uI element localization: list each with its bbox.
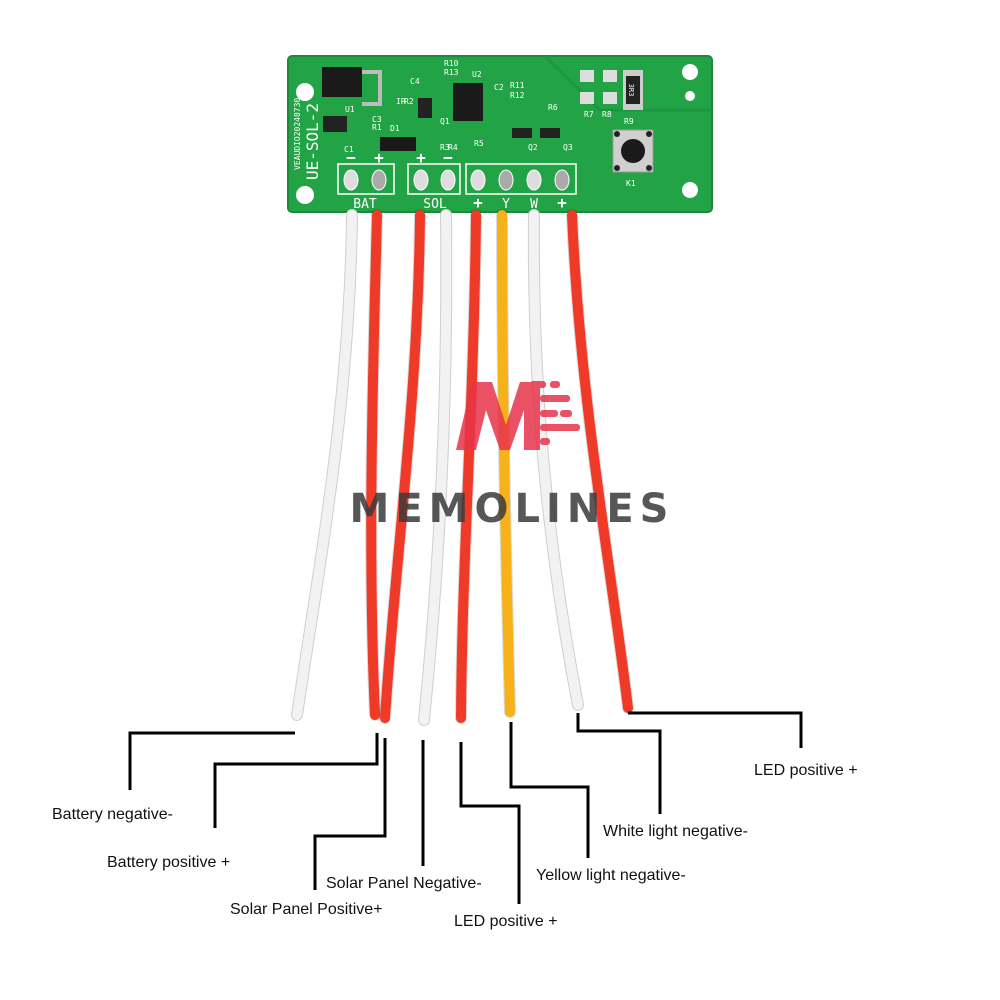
component-labels: U1 C3 R1 D1 C1 IR R2 C4 R10 R13 U2 Q1 R3…	[344, 59, 636, 188]
svg-text:R11: R11	[510, 81, 525, 90]
svg-text:Q3: Q3	[563, 143, 573, 152]
svg-text:C4: C4	[410, 77, 420, 86]
leader-line	[459, 742, 521, 904]
terminal-labels: BAT SOL + Y W +	[353, 193, 567, 212]
svg-text:U2: U2	[472, 70, 482, 79]
leader-line	[576, 713, 662, 814]
brand-name: MEMOLINES	[350, 486, 675, 532]
label-battery-negative: Battery negative-	[52, 806, 173, 823]
svg-text:R4: R4	[448, 143, 458, 152]
svg-text:R6: R6	[548, 103, 558, 112]
wire-5	[456, 210, 481, 723]
svg-text:Y: Y	[502, 197, 510, 212]
chip-u2	[453, 83, 483, 121]
mount-hole	[682, 64, 698, 80]
wires	[291, 209, 634, 726]
mount-hole	[685, 91, 695, 101]
callout-labels: Battery negative- Battery positive + Sol…	[52, 762, 858, 930]
mount-hole	[682, 182, 698, 198]
svg-text:R2: R2	[404, 97, 414, 106]
svg-text:+: +	[473, 193, 483, 212]
svg-text:R9: R9	[624, 117, 634, 126]
logo-icon	[456, 382, 540, 450]
svg-text:U1: U1	[345, 105, 355, 114]
solder-pads	[343, 169, 570, 191]
board-model: UE-SOL-2	[303, 103, 322, 180]
wire-2	[366, 210, 382, 720]
mount-hole	[296, 83, 314, 101]
svg-text:BAT: BAT	[353, 197, 377, 212]
svg-text:+: +	[557, 193, 567, 212]
svg-text:R10: R10	[444, 59, 459, 68]
label-yellow-negative: Yellow light negative-	[536, 867, 686, 884]
label-solar-negative: Solar Panel Negative-	[326, 875, 482, 892]
label-led-positive-1: LED positive +	[454, 913, 558, 930]
diode-d1	[380, 137, 416, 151]
polarity-marks: − + + −	[346, 148, 453, 167]
transistor-q1	[418, 98, 432, 118]
leader-line	[313, 738, 387, 890]
leader-line	[213, 733, 379, 828]
transistor-q2	[512, 128, 532, 138]
tactile-button-k1[interactable]	[612, 129, 654, 173]
label-battery-positive: Battery positive +	[107, 854, 230, 871]
svg-text:R3: R3	[440, 143, 450, 152]
mount-hole	[296, 186, 314, 204]
svg-text:IR: IR	[396, 97, 406, 106]
svg-text:C2: C2	[494, 83, 504, 92]
svg-text:K1: K1	[626, 179, 636, 188]
svg-text:Q1: Q1	[440, 117, 450, 126]
svg-text:R5: R5	[474, 139, 484, 148]
svg-text:D1: D1	[390, 124, 400, 133]
wire-3	[380, 210, 425, 723]
label-solar-positive: Solar Panel Positive+	[230, 901, 383, 918]
wire-1	[292, 210, 357, 720]
watermark: MEMOLINES	[350, 381, 675, 532]
wire-4	[419, 210, 452, 725]
svg-text:+: +	[416, 148, 426, 167]
board-code: VEAUDIO20240730	[293, 98, 302, 170]
svg-text:R12: R12	[510, 91, 525, 100]
svg-text:R8: R8	[602, 110, 612, 119]
transistor-q3	[540, 128, 560, 138]
svg-text:C1: C1	[344, 145, 354, 154]
svg-text:SOL: SOL	[423, 197, 447, 212]
svg-text:R7: R7	[584, 110, 594, 119]
chip-u1	[323, 116, 347, 132]
resistor-marking: 3R3	[627, 84, 635, 97]
svg-text:Q2: Q2	[528, 143, 538, 152]
leader-lines	[128, 711, 803, 904]
ir-receiver	[322, 67, 362, 97]
svg-text:−: −	[346, 148, 356, 167]
label-led-positive-2: LED positive +	[754, 762, 858, 779]
svg-text:C3: C3	[372, 115, 382, 124]
leader-line	[628, 711, 803, 748]
leader-line	[509, 722, 590, 858]
wire-6	[497, 210, 515, 717]
leader-line	[128, 731, 295, 790]
svg-text:W: W	[530, 197, 538, 212]
svg-text:R13: R13	[444, 68, 459, 77]
svg-text:+: +	[374, 148, 384, 167]
label-white-negative: White light negative-	[603, 823, 748, 840]
svg-text:−: −	[443, 148, 453, 167]
svg-text:R1: R1	[372, 123, 382, 132]
wire-7	[528, 210, 583, 710]
pcb-board: 3R3 UE-SOL-2 VEAUDIO20240730 U1 C3 R1 D1…	[287, 54, 713, 213]
wire-8	[567, 210, 633, 713]
